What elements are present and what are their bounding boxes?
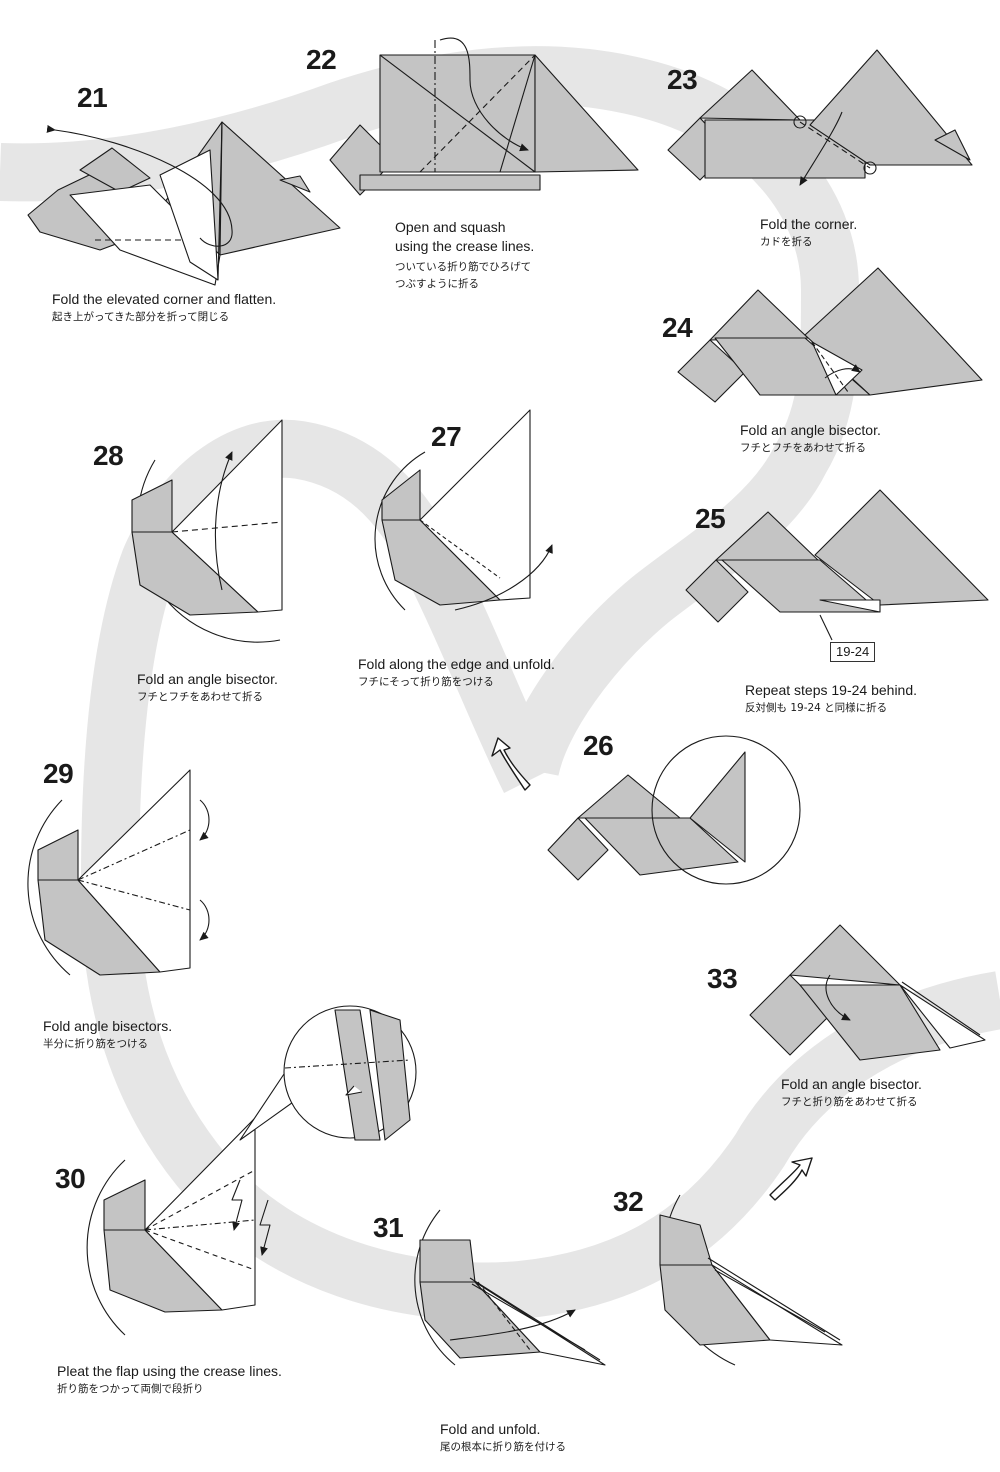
caption-jp: 尾の根本に折り筋を付ける xyxy=(440,1441,566,1453)
caption-jp: フチとフチをあわせて折る xyxy=(740,442,866,454)
step-28-caption: Fold an angle bisector. フチとフチをあわせて折る xyxy=(137,670,278,706)
step-number: 24 xyxy=(662,312,693,343)
caption-en: Fold the elevated corner and flatten. xyxy=(52,291,277,307)
step-29-caption: Fold angle bisectors. 半分に折り筋をつける xyxy=(43,1017,172,1053)
caption-jp: 起き上がってきた部分を折って閉じる xyxy=(52,311,230,323)
step-number: 28 xyxy=(93,440,124,471)
step-number: 29 xyxy=(43,758,74,789)
caption-jp: ついている折り筋でひろげて xyxy=(395,261,532,273)
step-number: 21 xyxy=(77,82,108,113)
caption-en: Fold along the edge and unfold. xyxy=(358,656,555,672)
step-number: 22 xyxy=(306,44,337,75)
caption-en: Fold an angle bisector. xyxy=(781,1076,922,1092)
step-number: 32 xyxy=(613,1186,644,1217)
repeat-steps-label: 19-24 xyxy=(830,642,876,662)
caption-jp: 折り筋をつかって両側で段折り xyxy=(57,1383,204,1395)
caption-en: Fold and unfold. xyxy=(440,1421,541,1437)
caption-en: Repeat steps 19-24 behind. xyxy=(745,682,918,698)
step-31-figure xyxy=(414,1209,606,1366)
step-24-caption: Fold an angle bisector. フチとフチをあわせて折る xyxy=(740,421,881,457)
step-number: 31 xyxy=(373,1212,404,1243)
caption-jp: フチとフチをあわせて折る xyxy=(137,691,263,703)
caption-jp: 半分に折り筋をつける xyxy=(43,1038,148,1050)
step-33-figure xyxy=(749,924,986,1061)
step-27-caption: Fold along the edge and unfold. フチにそって折り… xyxy=(358,655,555,691)
flow-arrow-icon xyxy=(491,737,531,791)
step-26-figure xyxy=(547,735,801,885)
step-32-figure xyxy=(659,1194,843,1366)
caption-en: Fold an angle bisector. xyxy=(740,422,881,438)
caption-jp: フチと折り筋をあわせて折る xyxy=(781,1096,918,1108)
step-27-figure xyxy=(374,409,553,611)
step-25-caption: Repeat steps 19-24 behind. 反対側も 19-24 と同… xyxy=(745,681,917,717)
step-28-figure xyxy=(131,419,283,643)
caption-en: Pleat the flap using the crease lines. xyxy=(57,1363,282,1379)
step-25-figure xyxy=(685,489,989,641)
step-21-caption: Fold the elevated corner and flatten. 起き… xyxy=(52,290,276,326)
step-33-caption: Fold an angle bisector. フチと折り筋をあわせて折る xyxy=(781,1075,922,1111)
flow-arrows xyxy=(491,737,813,1201)
caption-en: Fold an angle bisector. xyxy=(137,671,278,687)
step-22-caption: Open and squash using the crease lines. … xyxy=(395,218,534,293)
caption-jp: カドを折る xyxy=(760,236,813,248)
flow-arrow-icon xyxy=(769,1157,813,1201)
step-24-figure xyxy=(677,267,983,403)
step-23-caption: Fold the corner. カドを折る xyxy=(760,215,857,251)
caption-jp: フチにそって折り筋をつける xyxy=(358,676,494,688)
step-21-figure xyxy=(27,121,341,286)
caption-en: Open and squash xyxy=(395,219,506,235)
step-22-figure xyxy=(329,37,639,196)
caption-jp: つぶすように折る xyxy=(395,278,479,290)
step-number: 23 xyxy=(667,64,698,95)
caption-en: using the crease lines. xyxy=(395,238,535,254)
step-31-caption: Fold and unfold. 尾の根本に折り筋を付ける xyxy=(440,1420,566,1456)
step-number: 27 xyxy=(431,421,462,452)
caption-en: Fold angle bisectors. xyxy=(43,1018,173,1034)
caption-en: Fold the corner. xyxy=(760,216,858,232)
step-23-figure xyxy=(667,49,973,186)
caption-jp: 反対側も 19-24 と同様に折る xyxy=(745,702,888,714)
step-29-figure xyxy=(27,769,210,976)
step-30-figure xyxy=(86,1005,417,1336)
step-number: 26 xyxy=(583,730,614,761)
step-number: 30 xyxy=(55,1163,86,1194)
step-number: 33 xyxy=(707,963,738,994)
step-30-caption: Pleat the flap using the crease lines. 折… xyxy=(57,1362,282,1398)
step-number: 25 xyxy=(695,503,726,534)
